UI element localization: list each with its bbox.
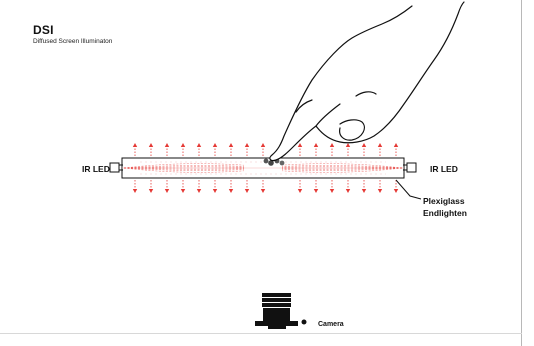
endlighten-label: Endlighten bbox=[423, 208, 467, 218]
ir-arrow-head bbox=[196, 189, 202, 193]
ir-arrow-head bbox=[313, 143, 319, 147]
ir-arrow-head bbox=[228, 189, 234, 193]
internal-ray bbox=[281, 165, 403, 169]
frame-border-right bbox=[521, 0, 522, 346]
ir-arrow-head bbox=[180, 143, 186, 147]
ir-arrow-head bbox=[345, 143, 351, 147]
ir-arrow-head bbox=[313, 189, 319, 193]
ir-arrow-head bbox=[361, 143, 367, 147]
ir-arrow-head bbox=[361, 189, 367, 193]
internal-ray bbox=[123, 166, 245, 169]
ir-arrow-head bbox=[148, 143, 154, 147]
ir-arrows-down bbox=[132, 180, 399, 193]
internal-ray bbox=[123, 165, 245, 169]
led-icon bbox=[109, 162, 123, 173]
ir-arrow-head bbox=[164, 189, 170, 193]
internal-ray bbox=[281, 167, 403, 173]
ir-arrow-head bbox=[244, 189, 250, 193]
internal-ray bbox=[281, 166, 403, 169]
internal-ray bbox=[281, 167, 403, 171]
internal-ray bbox=[281, 163, 403, 169]
ir-arrow-head bbox=[212, 189, 218, 193]
hand-icon bbox=[269, 1, 465, 162]
ir-arrow-head bbox=[329, 143, 335, 147]
ir-arrow-head bbox=[260, 189, 266, 193]
led-icon bbox=[403, 162, 417, 173]
ir-arrow-head bbox=[164, 143, 170, 147]
ir-arrow-head bbox=[212, 143, 218, 147]
camera-icon bbox=[255, 293, 307, 329]
camera-label: Camera bbox=[318, 321, 344, 328]
ir-arrow-head bbox=[132, 143, 138, 147]
ir-arrow-head bbox=[228, 143, 234, 147]
internal-ray bbox=[281, 167, 403, 170]
internal-ray bbox=[123, 163, 245, 169]
ir-arrow-head bbox=[329, 189, 335, 193]
plexiglass-label: Plexiglass bbox=[423, 196, 465, 206]
ir-led-left-label: IR LED bbox=[82, 164, 110, 174]
ir-arrow-head bbox=[297, 189, 303, 193]
ir-arrow-head bbox=[132, 189, 138, 193]
plexiglass-leader-line bbox=[395, 179, 422, 200]
ir-arrow-head bbox=[345, 189, 351, 193]
ir-arrow-head bbox=[393, 189, 399, 193]
ir-arrow-head bbox=[377, 189, 383, 193]
internal-rays-left bbox=[123, 163, 245, 173]
internal-ray bbox=[123, 167, 245, 171]
plexiglass-sheet bbox=[121, 157, 405, 179]
ir-led-right-label: IR LED bbox=[430, 164, 458, 174]
internal-rays-right bbox=[281, 163, 403, 173]
diagram-title: DSI bbox=[33, 23, 54, 37]
ir-arrow-head bbox=[260, 143, 266, 147]
ir-arrow-head bbox=[148, 189, 154, 193]
frame-border-bottom bbox=[0, 333, 522, 334]
internal-ray bbox=[123, 167, 245, 170]
ir-arrow-head bbox=[393, 143, 399, 147]
diagram-subtitle: Diffused Screen Illuminaton bbox=[33, 38, 113, 45]
ir-arrow-head bbox=[196, 143, 202, 147]
ir-arrow-head bbox=[297, 143, 303, 147]
internal-ray bbox=[123, 167, 245, 173]
ir-arrow-head bbox=[377, 143, 383, 147]
ir-arrow-head bbox=[180, 189, 186, 193]
ir-arrows-up bbox=[132, 143, 399, 156]
ir-arrow-head bbox=[244, 143, 250, 147]
